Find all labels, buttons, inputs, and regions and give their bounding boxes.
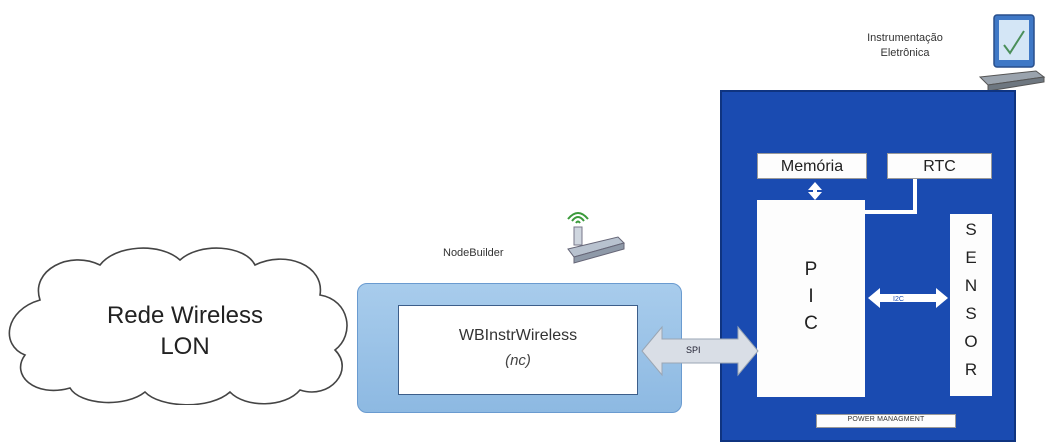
internal-connectors — [808, 179, 948, 308]
cloud-label-line2: LON — [160, 333, 210, 360]
usb-wireless-adapter-icon — [567, 212, 625, 264]
pic-letter: C — [804, 313, 818, 334]
cloud-label-line1: Rede Wireless — [106, 302, 264, 329]
memory-pic-arrow — [808, 182, 822, 200]
sensor-letter: O — [964, 332, 978, 351]
instrumentation-title: Instrumentação Eletrônica — [845, 31, 965, 61]
instrumentation-title-line2: Eletrônica — [880, 47, 930, 59]
power-management-label: POWER MANAGMENT — [847, 416, 925, 423]
rtc-pic-connector — [865, 179, 917, 214]
power-management-block — [816, 414, 956, 428]
nodebuilder-label: NodeBuilder — [443, 247, 504, 259]
rtc-block: RTC — [887, 153, 992, 179]
sensor-letter: S — [965, 304, 977, 323]
sensor-block — [950, 214, 992, 396]
pic-letter: I — [808, 286, 814, 307]
spi-label: SPI — [686, 345, 701, 355]
instrumentation-title-line1: Instrumentação — [867, 32, 943, 44]
memory-block: Memória — [757, 153, 867, 179]
cloud-label: Rede Wireless LON — [40, 300, 330, 362]
spi-arrow — [641, 325, 759, 377]
sensor-letter: R — [964, 360, 978, 379]
sensor-letter: S — [965, 220, 977, 239]
sensor-letter: E — [965, 248, 977, 267]
pic-letter: P — [804, 259, 818, 280]
i2c-label: I2C — [893, 296, 904, 303]
wireless-network-cloud — [8, 247, 348, 405]
wb-module-box — [398, 305, 638, 395]
pic-sensor-arrow — [868, 288, 948, 308]
rtc-label: RTC — [923, 158, 956, 175]
computer-icon — [978, 14, 1046, 92]
wb-module-subtitle: (nc) — [505, 352, 531, 369]
pic-block — [757, 200, 865, 397]
sensor-letter: N — [964, 276, 978, 295]
memory-label: Memória — [780, 158, 844, 175]
wb-module-title: WBInstrWireless — [458, 327, 578, 344]
